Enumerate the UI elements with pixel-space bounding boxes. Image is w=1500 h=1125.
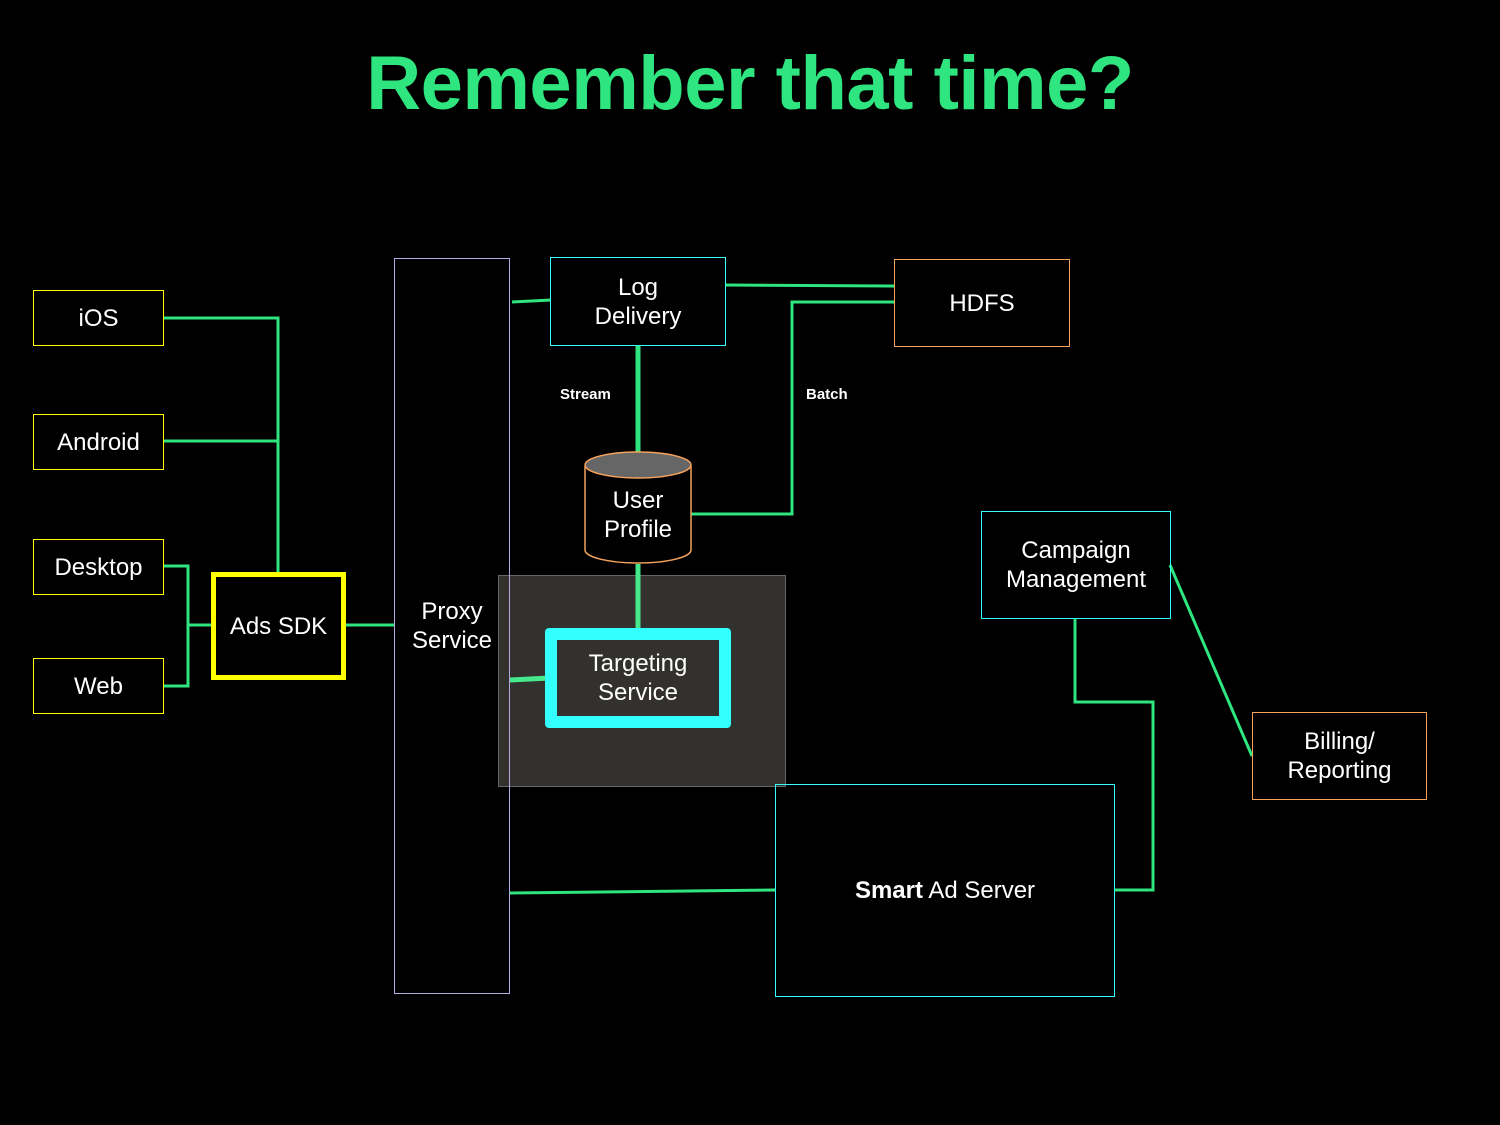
node-targeting-service: Targeting Service xyxy=(545,628,731,728)
node-desktop: Desktop xyxy=(33,539,164,595)
node-campaign-management: Campaign Management xyxy=(981,511,1171,619)
edge-label-batch: Batch xyxy=(806,386,848,403)
edge-ios-sdk xyxy=(163,316,280,573)
slide-title: Remember that time? xyxy=(366,41,1134,126)
node-ios: iOS xyxy=(33,290,164,346)
node-billing-reporting: Billing/ Reporting xyxy=(1252,712,1427,800)
edge-desktop-web-sdk xyxy=(163,564,190,688)
database-cylinder-icon xyxy=(584,451,692,564)
edge-proxy-targeting xyxy=(509,675,551,683)
node-proxy-service: Proxy Service xyxy=(394,258,510,994)
edge-label-stream: Stream xyxy=(560,386,611,403)
edge-hdfs-userprofile xyxy=(690,300,894,516)
smart-ad-server-bold: Smart xyxy=(854,877,923,904)
node-web: Web xyxy=(33,658,164,714)
edge-campaign-billing xyxy=(1168,564,1254,757)
edge-smart-campaign xyxy=(1073,618,1155,892)
node-user-profile: User Profile xyxy=(603,487,673,543)
edge-proxy-log xyxy=(511,298,552,304)
node-smart-ad-server: Smart Ad Server xyxy=(775,784,1115,997)
edge-proxy-smart xyxy=(509,888,777,895)
node-android: Android xyxy=(33,414,164,470)
node-log-delivery: Log Delivery xyxy=(550,257,726,346)
node-hdfs: HDFS xyxy=(894,259,1070,347)
edge-log-hdfs xyxy=(724,283,895,288)
smart-ad-server-rest: Ad Server xyxy=(922,877,1036,904)
node-ads-sdk: Ads SDK xyxy=(211,572,346,680)
